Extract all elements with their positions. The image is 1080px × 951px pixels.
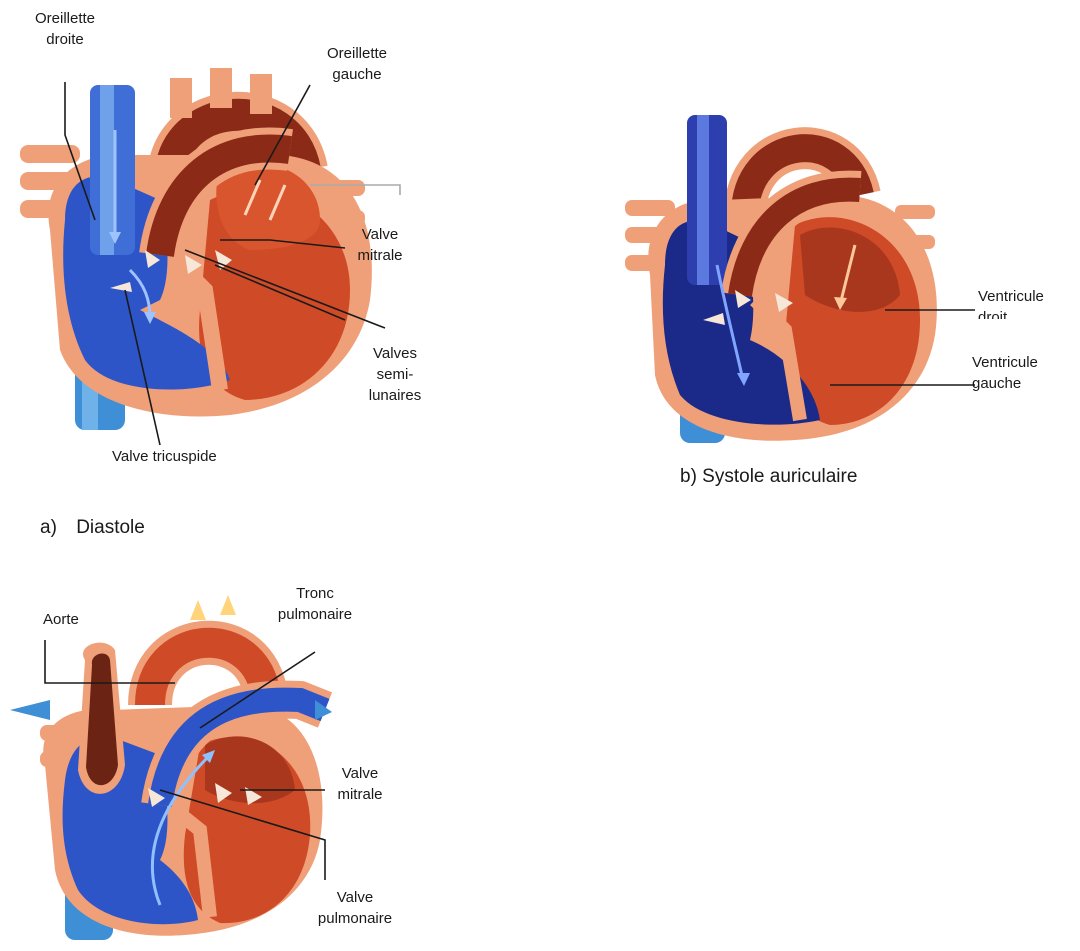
label-valves-semilunaires-line2: semi- bbox=[355, 364, 435, 385]
label-valve-mitrale-a: Valve mitrale bbox=[345, 224, 415, 266]
label-ventricule-droit-line1: Ventricule bbox=[978, 286, 1044, 307]
leader-tronc-pulmonaire bbox=[200, 652, 315, 728]
label-valve-pulmonaire-line1: Valve bbox=[305, 887, 405, 908]
leader-valves-semilunaires-2 bbox=[215, 265, 345, 320]
leader-valve-mitrale bbox=[220, 240, 345, 248]
label-aorte: Aorte bbox=[43, 609, 79, 630]
caption-systole-auriculaire: b) Systole auriculaire bbox=[680, 466, 857, 488]
label-tronc-pulmonaire: Tronc pulmonaire bbox=[265, 583, 365, 625]
label-valve-mitrale-a-line1: Valve bbox=[345, 224, 415, 245]
label-valves-semilunaires: Valves semi- lunaires bbox=[355, 343, 435, 406]
caption-diastole: a) Diastole bbox=[40, 517, 145, 539]
label-tronc-pulmonaire-line1: Tronc bbox=[265, 583, 365, 604]
leader-valve-pulmonaire bbox=[160, 790, 325, 880]
label-valve-mitrale-c: Valve mitrale bbox=[325, 763, 395, 805]
caption-diastole-text: Diastole bbox=[76, 517, 145, 538]
label-valve-mitrale-c-line1: Valve bbox=[325, 763, 395, 784]
label-oreillette-droite-line1: Oreillette bbox=[22, 8, 108, 29]
label-valve-pulmonaire-line2: pulmonaire bbox=[305, 908, 405, 929]
label-valve-tricuspide: Valve tricuspide bbox=[112, 446, 217, 467]
label-valve-pulmonaire: Valve pulmonaire bbox=[305, 887, 405, 929]
label-valve-mitrale-a-line2: mitrale bbox=[345, 245, 415, 266]
label-ventricule-gauche-line2: gauche bbox=[972, 373, 1038, 394]
leader-oreillette-gauche bbox=[255, 85, 310, 185]
leader-valve-tricuspide bbox=[125, 290, 160, 445]
label-oreillette-gauche: Oreillette gauche bbox=[312, 43, 402, 85]
caption-diastole-letter: a) bbox=[40, 517, 57, 538]
label-oreillette-droite-line2: droite bbox=[22, 29, 108, 50]
label-oreillette-gauche-line2: gauche bbox=[312, 64, 402, 85]
leader-oreillette-gauche-tail bbox=[310, 185, 400, 195]
label-valves-semilunaires-line3: lunaires bbox=[355, 385, 435, 406]
label-oreillette-droite: Oreillette droite bbox=[22, 8, 108, 50]
leader-aorte bbox=[45, 640, 175, 683]
label-ventricule-gauche: Ventricule gauche bbox=[972, 352, 1038, 394]
label-tronc-pulmonaire-line2: pulmonaire bbox=[265, 604, 365, 625]
label-ventricule-droit-line2: droit bbox=[978, 307, 1044, 319]
label-ventricule-gauche-line1: Ventricule bbox=[972, 352, 1038, 373]
label-valves-semilunaires-line1: Valves bbox=[355, 343, 435, 364]
label-oreillette-gauche-line1: Oreillette bbox=[312, 43, 402, 64]
leader-oreillette-droite bbox=[65, 82, 95, 220]
label-valve-mitrale-c-line2: mitrale bbox=[325, 784, 395, 805]
label-ventricule-droit: Ventricule droit bbox=[978, 286, 1044, 319]
